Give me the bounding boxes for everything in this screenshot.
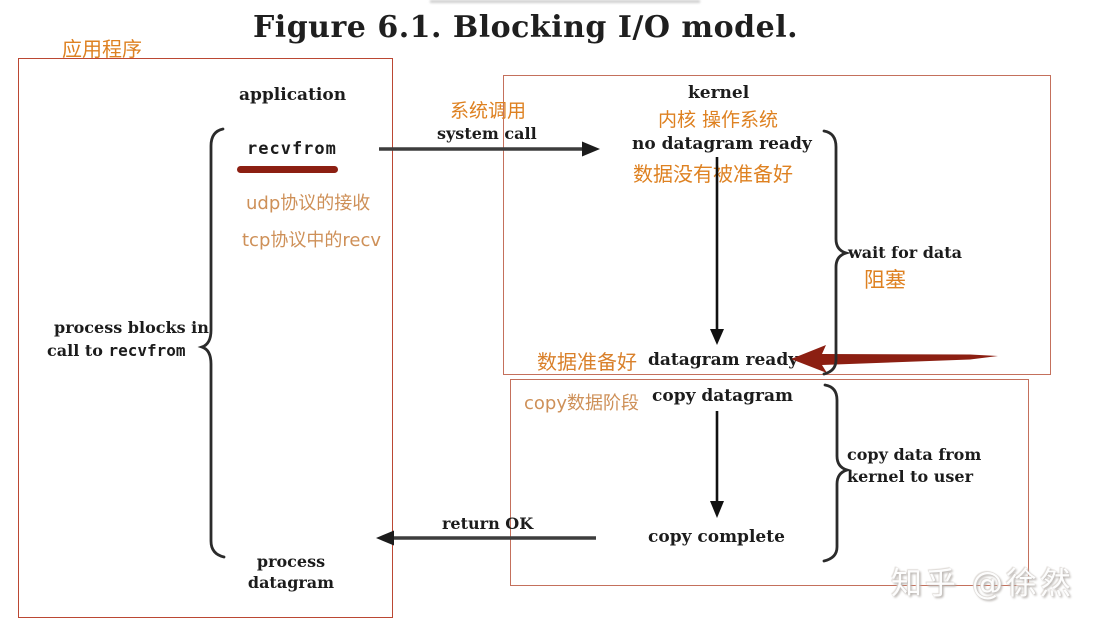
copy-data-brace-label: copy data from kernel to user bbox=[847, 445, 982, 486]
kernel-copy-box bbox=[510, 379, 1029, 586]
udp-note: udp协议的接收 bbox=[246, 193, 371, 214]
watermark: 知乎 @徐然 bbox=[891, 566, 1074, 602]
wait-for-data-label: wait for data bbox=[848, 243, 963, 262]
syscall-label: system call bbox=[437, 124, 537, 143]
kernel-annotation: 内核 操作系统 bbox=[658, 109, 779, 131]
syscall-annotation: 系统调用 bbox=[450, 100, 527, 122]
process-datagram-label: process datagram bbox=[247, 552, 335, 592]
top-crop-artifact bbox=[430, 0, 700, 3]
datagram-ready-annotation: 数据准备好 bbox=[537, 350, 637, 374]
return-ok-label: return OK bbox=[442, 514, 534, 533]
process-blocks-code: recvfrom bbox=[108, 341, 186, 360]
kernel-wait-box bbox=[503, 75, 1051, 375]
application-box bbox=[18, 58, 393, 618]
copy-phase-annotation: copy数据阶段 bbox=[524, 393, 639, 414]
no-datagram-ready-label: no datagram ready bbox=[632, 134, 812, 154]
tcp-note: tcp协议中的recv bbox=[242, 230, 382, 251]
process-blocks-line2: call to recvfrom bbox=[47, 341, 186, 360]
copy-datagram-label: copy datagram bbox=[652, 386, 793, 406]
datagram-ready-label: datagram ready bbox=[648, 350, 799, 370]
kernel-header: kernel bbox=[688, 83, 750, 103]
recvfrom-label: recvfrom bbox=[247, 139, 337, 159]
wait-annotation: 阻塞 bbox=[864, 268, 906, 292]
process-blocks-prefix: call to bbox=[47, 341, 109, 360]
application-header: application bbox=[239, 85, 347, 105]
application-box-annotation: 应用程序 bbox=[62, 37, 142, 61]
figure-title: Figure 6.1. Blocking I/O model. bbox=[253, 10, 799, 45]
no-datagram-ready-annotation: 数据没有被准备好 bbox=[633, 162, 793, 186]
copy-complete-label: copy complete bbox=[648, 527, 785, 547]
process-blocks-line1: process blocks in bbox=[54, 318, 209, 337]
